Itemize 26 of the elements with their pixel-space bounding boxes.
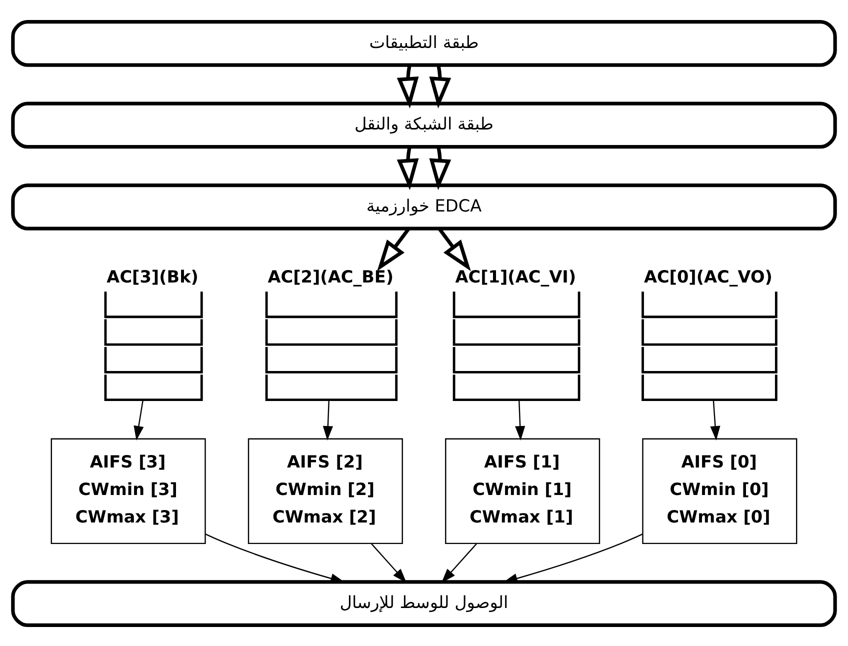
arrow <box>377 227 410 271</box>
node-text: AC[1](AC_VI) <box>455 266 576 286</box>
arrow <box>396 64 419 108</box>
arrow <box>205 533 345 583</box>
arrow <box>370 542 407 582</box>
arrow <box>396 146 419 190</box>
node-text: AC[3](Bk) <box>106 266 198 286</box>
arrow <box>503 533 643 583</box>
arrow <box>438 227 471 271</box>
node-box: خوارزمية EDCA <box>11 182 837 230</box>
arrow <box>710 400 720 440</box>
node-box: الوصول للوسط للإرسال <box>11 580 837 626</box>
arrow <box>441 542 478 582</box>
node-box: طبقة التطبيقات <box>11 20 837 66</box>
node-box: AIFS [3] CWmin [3] CWmax [3] <box>50 438 206 544</box>
arrow <box>429 146 452 190</box>
node-box: طبقة الشبكة والنقل <box>11 101 837 148</box>
arrow <box>134 400 144 440</box>
node-box: AIFS [1] CWmin [1] CWmax [1] <box>445 438 600 544</box>
arrow <box>515 400 526 440</box>
arrow <box>322 400 333 440</box>
node-text: AC[0](AC_VO) <box>644 266 773 286</box>
node-box: AIFS [2] CWmin [2] CWmax [2] <box>248 438 403 544</box>
arrow <box>429 64 452 108</box>
node-box: AIFS [0] CWmin [0] CWmax [0] <box>642 438 798 544</box>
node-text: AC[2](AC_BE) <box>268 266 394 286</box>
